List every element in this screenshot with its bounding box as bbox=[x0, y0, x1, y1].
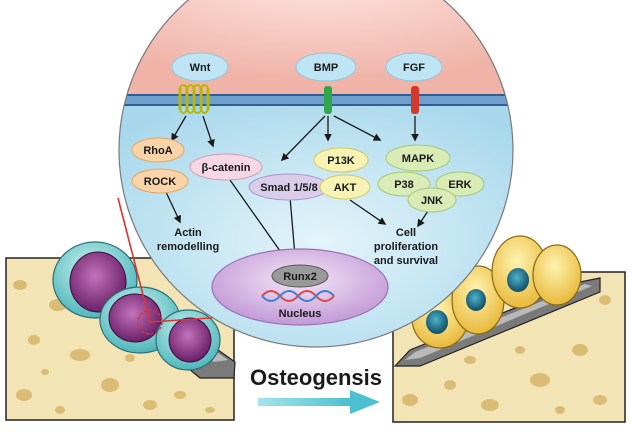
svg-text:Smad 1/5/8: Smad 1/5/8 bbox=[260, 182, 317, 194]
svg-text:MAPK: MAPK bbox=[402, 153, 434, 165]
p38-node: P38 bbox=[377, 171, 431, 197]
nucleus-label: Nucleus bbox=[279, 308, 322, 320]
wnt-receptor bbox=[178, 84, 210, 114]
svg-text:proliferation: proliferation bbox=[374, 241, 438, 253]
svg-text:Wnt: Wnt bbox=[190, 62, 211, 74]
svg-text:P38: P38 bbox=[394, 179, 414, 191]
dna-helix bbox=[261, 290, 335, 302]
fgf-signal: FGF bbox=[385, 52, 443, 82]
svg-text:β-catenin: β-catenin bbox=[202, 162, 251, 174]
actin-remodelling-label: Actin remodelling bbox=[157, 227, 219, 253]
svg-text:P13K: P13K bbox=[327, 155, 355, 167]
svg-text:Runx2: Runx2 bbox=[283, 271, 317, 283]
svg-text:ERK: ERK bbox=[448, 179, 471, 191]
cell-proliferation-label: Cell proliferation and survival bbox=[374, 227, 438, 267]
svg-text:BMP: BMP bbox=[314, 62, 338, 74]
smad-node: Smad 1/5/8 bbox=[248, 173, 330, 201]
beta-catenin-node: β-catenin bbox=[189, 153, 263, 181]
svg-text:remodelling: remodelling bbox=[157, 241, 219, 253]
wnt-signal: Wnt bbox=[171, 52, 229, 82]
left-cells bbox=[52, 241, 221, 371]
erk-node: ERK bbox=[435, 171, 485, 197]
bmp-receptor bbox=[324, 86, 332, 114]
jnk-node: JNK bbox=[407, 187, 457, 213]
p13k-node: P13K bbox=[313, 147, 369, 173]
process-arrow bbox=[258, 390, 380, 414]
svg-text:RhoA: RhoA bbox=[143, 145, 172, 157]
svg-text:FGF: FGF bbox=[403, 62, 425, 74]
bmp-signal: BMP bbox=[295, 52, 357, 82]
akt-node: AKT bbox=[319, 174, 371, 200]
svg-text:JNK: JNK bbox=[421, 195, 443, 207]
svg-text:and survival: and survival bbox=[374, 255, 438, 267]
rock-node: ROCK bbox=[131, 168, 189, 194]
rhoa-node: RhoA bbox=[131, 137, 185, 163]
nucleus: Runx2 Nucleus bbox=[211, 248, 389, 326]
svg-text:AKT: AKT bbox=[334, 182, 357, 194]
osteogenesis-label: Osteogensis bbox=[250, 365, 382, 390]
svg-text:Cell: Cell bbox=[396, 227, 416, 239]
runx2-node: Runx2 bbox=[271, 264, 329, 288]
svg-text:ROCK: ROCK bbox=[144, 176, 176, 188]
svg-text:Actin: Actin bbox=[174, 227, 202, 239]
fgf-receptor bbox=[411, 86, 419, 114]
mapk-node: MAPK bbox=[385, 144, 451, 172]
